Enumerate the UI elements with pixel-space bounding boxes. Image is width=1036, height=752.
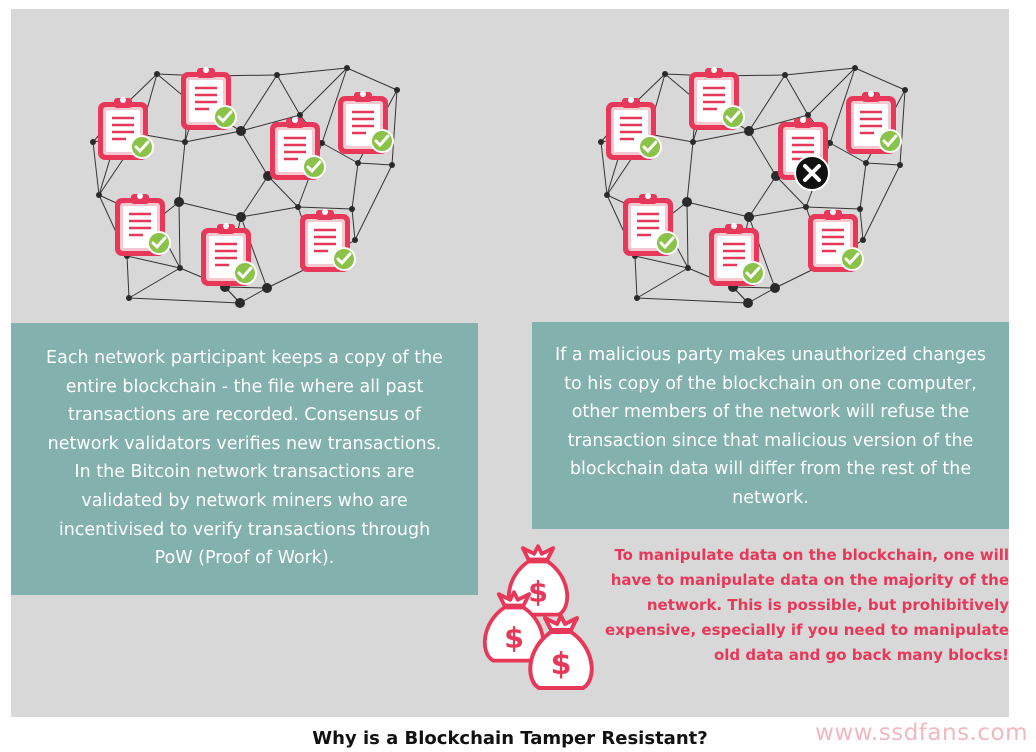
clipboard-document-icon <box>181 67 237 130</box>
network-nodes <box>598 65 908 308</box>
text-line: validated by network miners who are <box>81 490 408 511</box>
cost-note: To manipulate data on the blockchain, on… <box>588 543 1009 668</box>
checkmark-icon <box>721 105 745 129</box>
watermark: www.ssdfans.com <box>815 720 1028 746</box>
consensus-explanation-box: Each network participant keeps a copy of… <box>11 323 478 595</box>
network-mesh-left <box>90 65 400 308</box>
text-line: If a malicious party makes unauthorized … <box>554 345 987 365</box>
clipboard-document-icon <box>201 223 257 286</box>
figure-caption: Why is a Blockchain Tamper Resistant? <box>312 728 708 749</box>
checkmark-icon <box>370 129 394 153</box>
note-line: To manipulate data on the blockchain, on… <box>614 546 1009 564</box>
text-line: transactions are recorded. Consensus of <box>67 405 422 426</box>
x-mark-icon <box>794 155 830 191</box>
clipboard-document-icon <box>300 209 356 272</box>
text-line: transaction since that malicious version… <box>567 430 974 451</box>
text-line: network validators verifies new transact… <box>47 433 442 454</box>
note-line: expensive, especially if you need to man… <box>605 621 1009 639</box>
checkmark-icon <box>233 261 257 285</box>
svg-text:$: $ <box>504 621 524 654</box>
clipboard-document-icon <box>338 91 394 154</box>
clipboard-document-icon <box>709 223 765 286</box>
tamper-explanation-box: If a malicious party makes unauthorized … <box>532 322 1009 529</box>
clipboard-document-icon <box>808 209 864 272</box>
text-line: network. <box>732 487 809 508</box>
clipboard-document-icon <box>98 97 154 160</box>
text-line: Each network participant keeps a copy of… <box>46 348 443 368</box>
network-mesh-right <box>598 65 908 308</box>
checkmark-icon <box>655 231 679 255</box>
note-line: network. This is possible, but prohibiti… <box>646 596 1009 614</box>
svg-text:$: $ <box>551 647 572 682</box>
text-line: to his copy of the blockchain on one com… <box>564 373 977 394</box>
text-line: incentivised to verify transactions thro… <box>58 519 431 540</box>
text-line: blockchain data will differ from the res… <box>569 459 972 480</box>
checkmark-icon <box>878 129 902 153</box>
checkmark-icon <box>840 247 864 271</box>
text-line: PoW (Proof of Work). <box>154 548 335 569</box>
checkmark-icon <box>638 135 662 159</box>
svg-text:$: $ <box>528 575 548 608</box>
clipboard-document-icon <box>623 193 679 256</box>
clipboard-document-icon <box>846 91 902 154</box>
checkmark-icon <box>147 231 171 255</box>
checkmark-icon <box>741 261 765 285</box>
money-bag-icon: $ <box>528 614 594 690</box>
money-bags-icon: $$$ <box>482 544 594 690</box>
text-line: In the Bitcoin network transactions are <box>74 462 415 483</box>
note-line: have to manipulate data on the majority … <box>610 571 1009 589</box>
clipboard-document-icon <box>606 97 662 160</box>
money-bag-icon: $ <box>482 590 546 663</box>
clipboard-document-icon <box>115 193 171 256</box>
checkmark-icon <box>302 155 326 179</box>
checkmark-icon <box>213 105 237 129</box>
clipboard-document-icon <box>689 67 745 130</box>
note-line: old data and go back many blocks! <box>713 646 1009 664</box>
text-line: other members of the network will refuse… <box>571 402 970 423</box>
text-line: entire blockchain - the file where all p… <box>65 376 424 397</box>
checkmark-icon <box>332 247 356 271</box>
clipboard-document-icon <box>270 117 326 180</box>
checkmark-icon <box>130 135 154 159</box>
